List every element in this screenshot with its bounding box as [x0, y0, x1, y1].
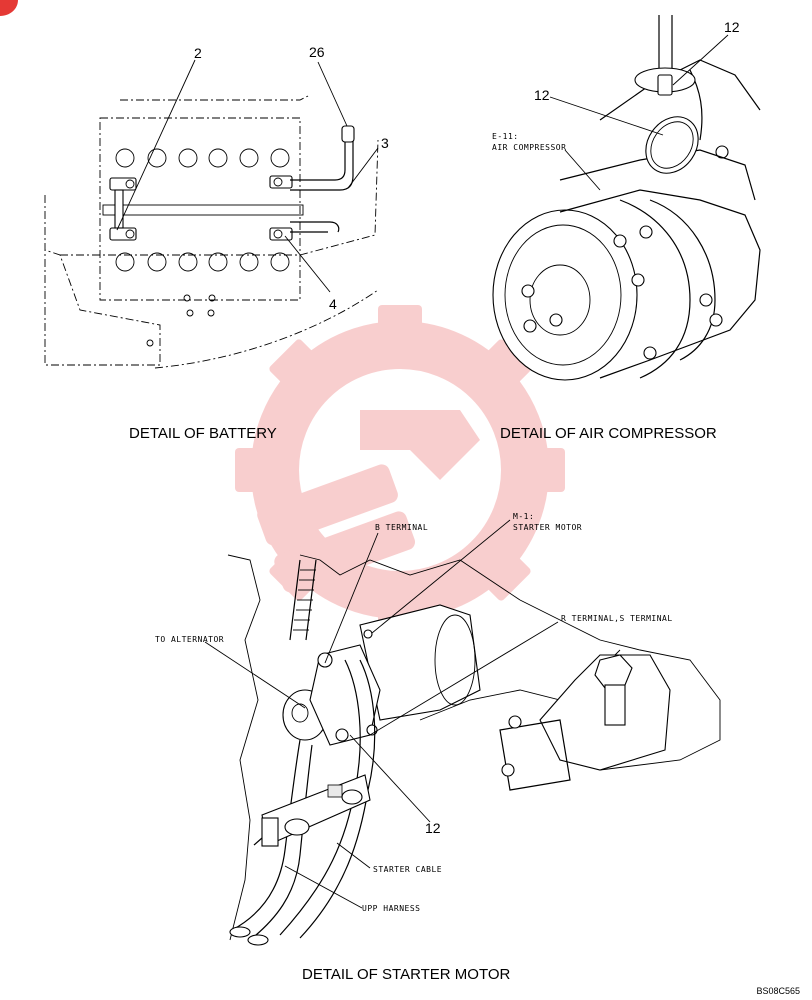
- caption-battery: DETAIL OF BATTERY: [129, 425, 277, 442]
- caption-starter-motor: DETAIL OF STARTER MOTOR: [302, 966, 511, 983]
- compressor-bolts: [521, 145, 729, 360]
- label-b-terminal: B TERMINAL: [375, 523, 428, 532]
- drawing-code: BS08C565: [756, 986, 800, 996]
- label-upp-harness: UPP HARNESS: [362, 904, 420, 913]
- callout-12-top: 12: [724, 19, 740, 35]
- battery-cells: [115, 148, 290, 272]
- callout-4: 4: [329, 296, 337, 312]
- label-to-alternator: TO ALTERNATOR: [155, 635, 224, 644]
- battery-link-cable-2: [109, 177, 137, 241]
- corner-badge-icon: [0, 0, 18, 16]
- label-starter-cable: STARTER CABLE: [373, 865, 442, 874]
- callout-3: 3: [381, 135, 389, 151]
- watermark-gear-logo: [235, 305, 565, 635]
- starter-motor-detail: B TERMINAL M-1: STARTER MOTOR R TERMINAL…: [155, 512, 721, 946]
- label-e11-id: E-11:: [492, 132, 519, 141]
- label-m1-name: STARTER MOTOR: [513, 523, 582, 532]
- battery-detail: 2 26 3 4: [44, 44, 389, 369]
- callout-26: 26: [309, 44, 325, 60]
- starter-motor-body: [359, 604, 481, 721]
- callout-2: 2: [194, 45, 202, 61]
- label-rs-terminal: R TERMINAL,S TERMINAL: [561, 614, 673, 623]
- air-compressor-detail: 12 12 E-11: AIR COMPRESSOR: [492, 15, 761, 381]
- battery-cable-3: [269, 125, 355, 191]
- corrugated-hose: [289, 559, 317, 641]
- caption-air-compressor: DETAIL OF AIR COMPRESSOR: [500, 425, 717, 442]
- solenoid-terminals: [282, 644, 381, 746]
- cable-bracket: [253, 774, 371, 847]
- callout-12-mid: 12: [534, 87, 550, 103]
- callout-12-starter: 12: [425, 820, 441, 836]
- label-e11-name: AIR COMPRESSOR: [492, 143, 566, 152]
- battery-cable-4: [269, 221, 340, 241]
- label-m1-id: M-1:: [513, 512, 534, 521]
- engine-mount: [499, 654, 671, 791]
